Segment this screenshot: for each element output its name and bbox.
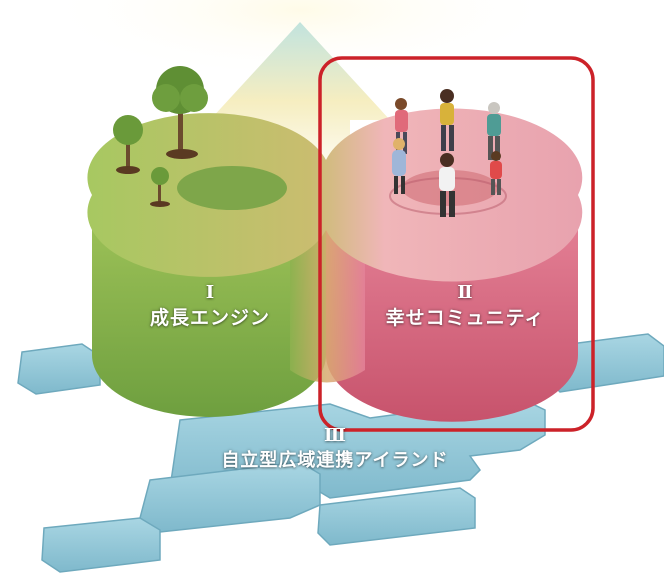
pillar-tops [87,108,583,282]
tree-icon [150,167,170,207]
island-tiles [17,333,664,573]
pillar-1-hole [177,166,287,210]
tree-icon [113,115,143,174]
people-circle-icon [389,89,507,217]
tree-icon [152,66,208,159]
pillar-1-label: Ⅰ 成長エンジン [120,282,300,330]
pillar-3-numeral: Ⅲ [324,425,346,446]
pillar-1-numeral: Ⅰ [205,282,215,303]
pillar-2-label: Ⅱ 幸せコミュニティ [370,282,560,330]
highlight-frame [318,56,595,432]
pillar-1-name: 成長エンジン [149,307,270,329]
pillar-3-label: Ⅲ 自立型広域連携アイランド [175,425,495,472]
pillar-2-name: 幸せコミュニティ [385,307,545,329]
pillar-2-numeral: Ⅱ [457,282,473,303]
pillar-3-name: 自立型広域連携アイランド [221,450,449,471]
